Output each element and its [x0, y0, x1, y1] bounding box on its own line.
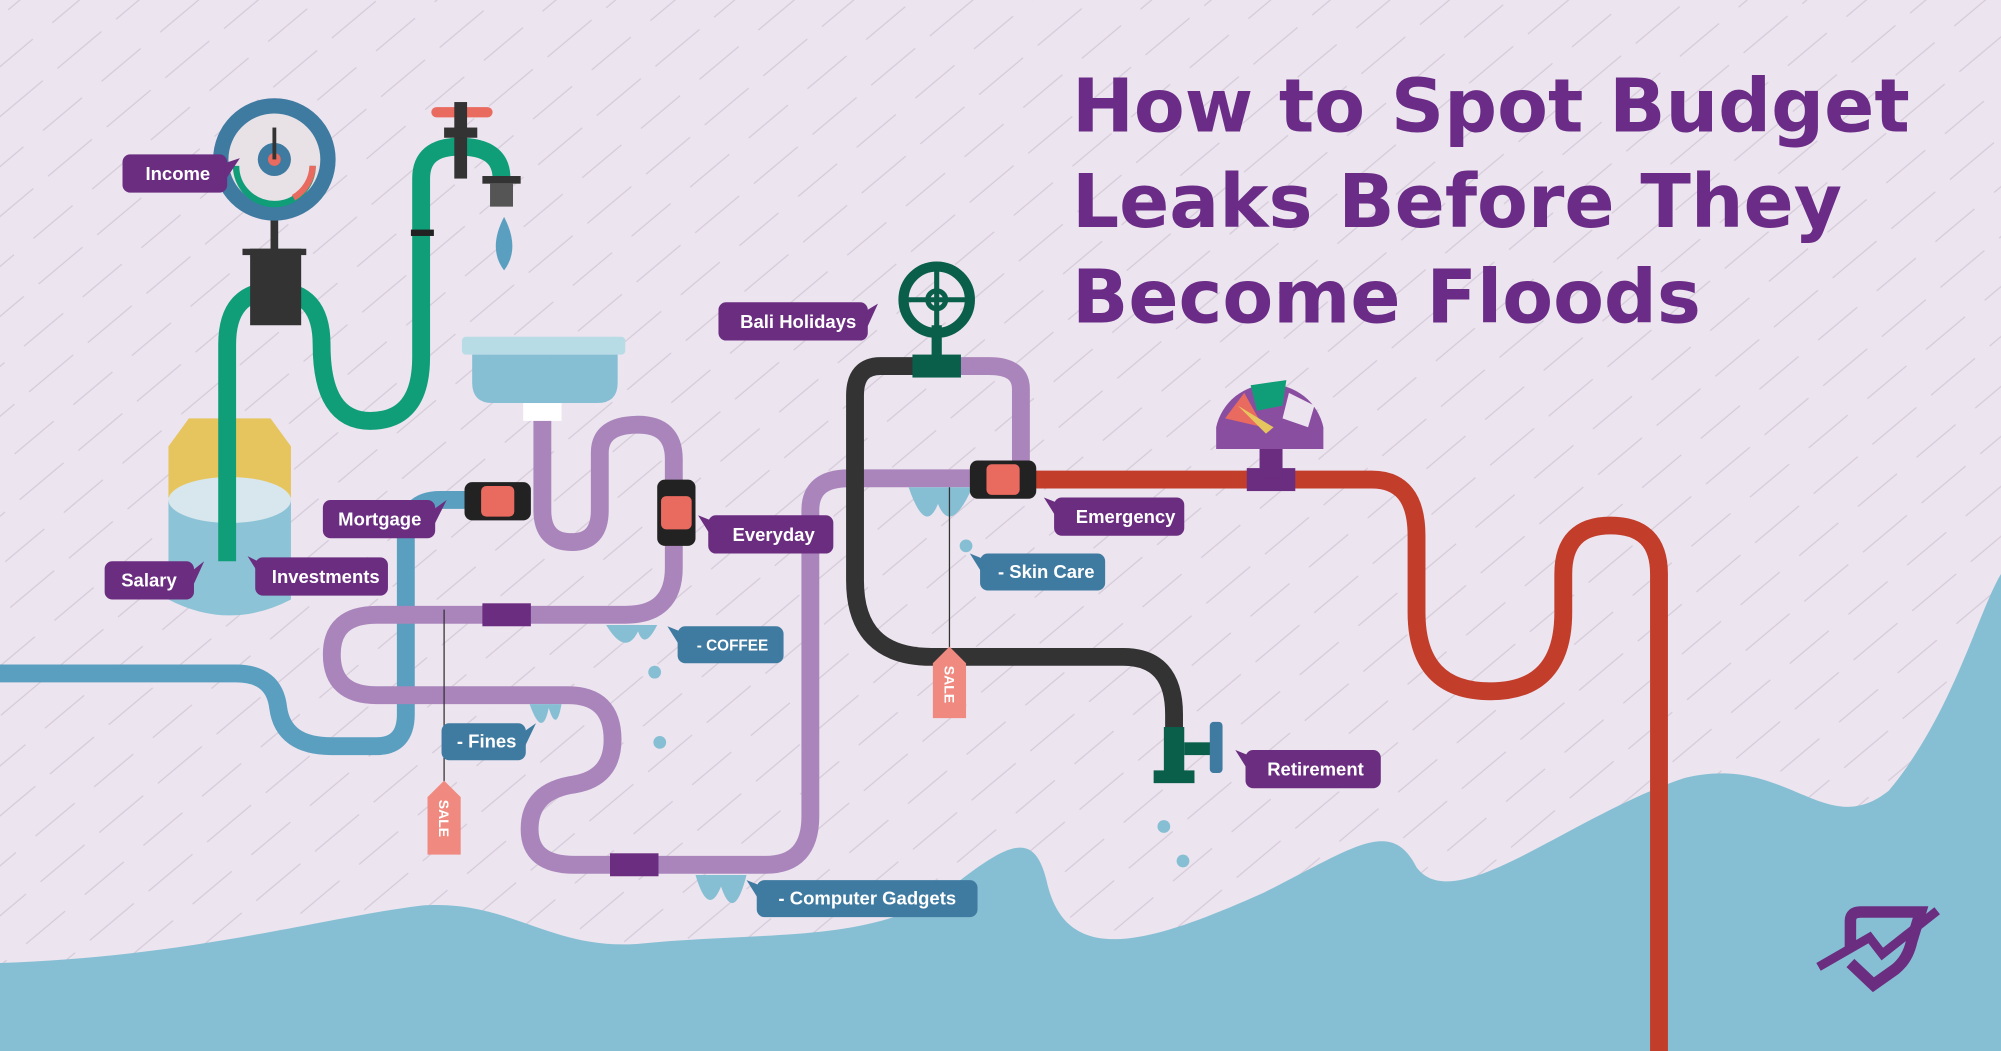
sale-tag-skincare: SALE [932, 487, 967, 719]
emergency-valve-icon [969, 460, 1037, 499]
sale-tag-fines: SALE [427, 609, 461, 855]
title-line-3: Become Floods [1072, 255, 1701, 341]
svg-text:Income: Income [145, 163, 210, 184]
sale-tag-text: SALE [436, 800, 452, 837]
svg-text:- Computer Gadgets: - Computer Gadgets [778, 887, 956, 908]
label-mortgage: Mortgage [322, 499, 447, 539]
label-bali-holidays: Bali Holidays [718, 302, 878, 341]
svg-text:Emergency: Emergency [1076, 506, 1176, 527]
svg-text:Salary: Salary [121, 570, 177, 591]
black-pipe [846, 357, 1183, 766]
retirement-tap-icon [1153, 721, 1223, 784]
purple-pipe [322, 357, 1030, 874]
shield-check-logo [1816, 906, 1940, 993]
income-gauge-icon [213, 98, 336, 326]
red-pipe [1027, 470, 1668, 1051]
label-coffee: - COFFEE [667, 626, 784, 664]
label-fines: - Fines [441, 723, 536, 761]
water-flood [0, 573, 2001, 1051]
water-drips [495, 216, 1190, 953]
emergency-gauge-icon [1216, 380, 1324, 479]
svg-text:Bali Holidays: Bali Holidays [740, 311, 856, 332]
mortgage-valve-icon [464, 482, 531, 521]
sink-icon [461, 336, 626, 421]
title-line-1: How to Spot Budget [1072, 63, 1910, 149]
everyday-valve-icon [657, 479, 696, 546]
title-line-2: Leaks Before They [1072, 159, 1842, 245]
label-investments: Investments [247, 556, 388, 596]
svg-text:- Skin Care: - Skin Care [998, 561, 1095, 582]
label-skin-care: - Skin Care [969, 553, 1106, 591]
pipe-joints [410, 229, 1296, 877]
wheel-valve-icon [898, 261, 975, 364]
svg-text:- COFFEE: - COFFEE [697, 638, 768, 655]
label-income: Income [122, 154, 240, 193]
label-everyday: Everyday [698, 515, 834, 554]
svg-text:Investments: Investments [272, 566, 380, 587]
svg-text:Retirement: Retirement [1267, 758, 1364, 779]
label-computer-gadgets: - Computer Gadgets [746, 880, 978, 918]
label-salary: Salary [104, 561, 205, 600]
sale-tag-text: SALE [941, 666, 957, 703]
svg-text:Mortgage: Mortgage [338, 509, 421, 530]
svg-text:Everyday: Everyday [733, 524, 816, 545]
label-retirement: Retirement [1235, 749, 1381, 789]
svg-text:- Fines: - Fines [457, 730, 517, 751]
label-emergency: Emergency [1043, 497, 1185, 536]
faucet-icon [431, 102, 521, 207]
